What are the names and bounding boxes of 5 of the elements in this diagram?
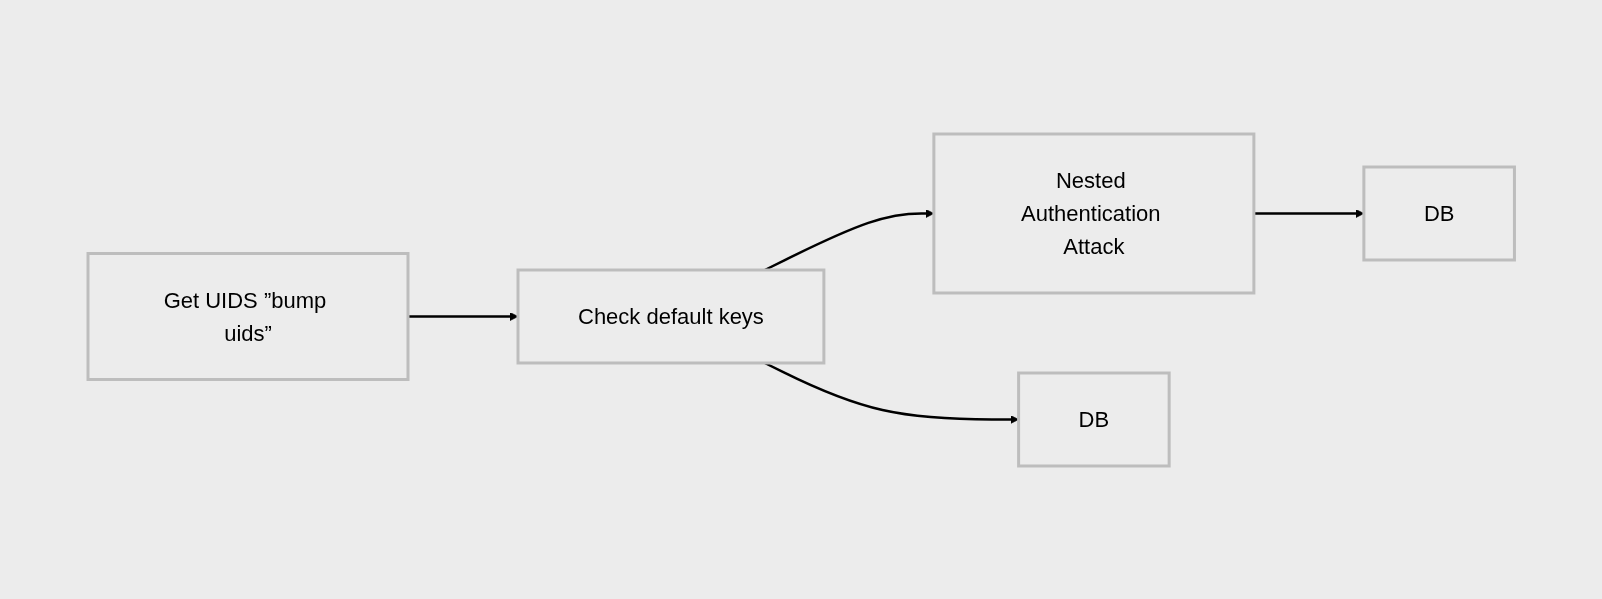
node-box: Get UIDS ”bump uids” [86, 251, 410, 381]
node-box: DB [1016, 371, 1171, 467]
node-box: DB [1362, 165, 1516, 261]
node-box: Check default keys [516, 268, 826, 364]
node-box: Nested Authentication Attack [932, 132, 1256, 294]
